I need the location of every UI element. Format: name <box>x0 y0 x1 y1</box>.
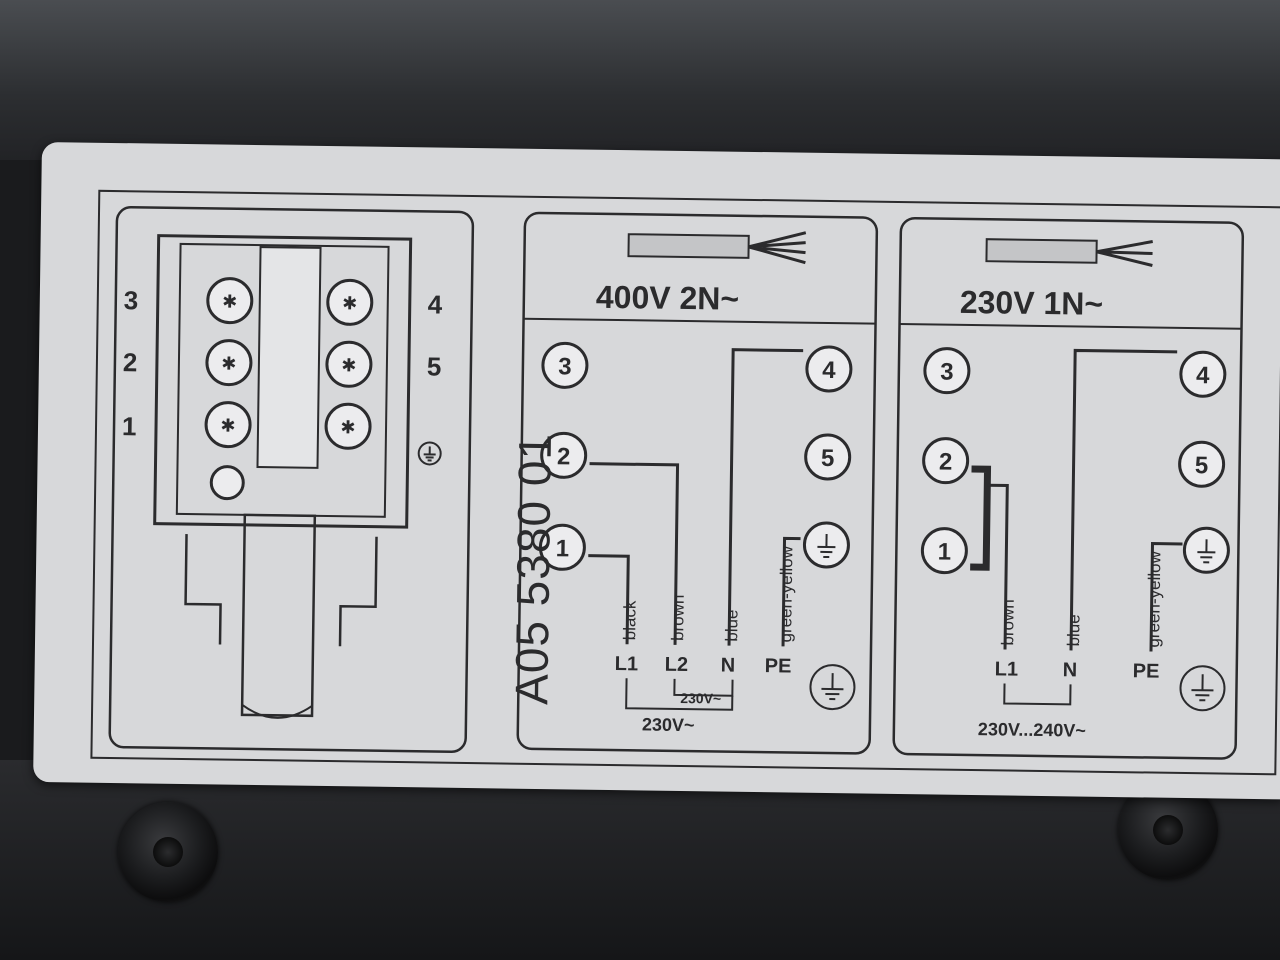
terminal-230v-2: 2 <box>922 437 970 485</box>
wire-label-black: black <box>620 600 640 640</box>
terminal-400v-5: 5 <box>804 433 852 481</box>
terminal-400v-2: 2 <box>540 431 588 479</box>
terminal-230v-5: 5 <box>1178 440 1226 488</box>
cable-400v-sheath <box>627 233 750 259</box>
terminal-230v-earth-icon <box>1182 526 1230 574</box>
voltage-230v: 230V...240V~ <box>978 719 1086 741</box>
svg-text:2: 2 <box>557 443 571 470</box>
conductor-230v-pe: PE <box>1133 660 1160 682</box>
terminal-block-panel: ✱ ✱ ✱ ✱ ✱ ✱ 3 2 1 4 5 <box>108 205 475 754</box>
svg-text:5: 5 <box>1195 452 1209 479</box>
conductor-400v-l2: L2 <box>665 654 689 676</box>
terminal-230v-4: 4 <box>1179 350 1227 398</box>
block-screw-left-3: ✱ <box>206 277 254 325</box>
svg-text:3: 3 <box>940 359 954 386</box>
block-label-right-5: 5 <box>427 351 442 381</box>
block-label-left-1: 1 <box>122 411 137 441</box>
voltage-400v-inner: 230V~ <box>680 690 721 707</box>
block-label-left-3: 3 <box>124 285 139 315</box>
svg-text:✱: ✱ <box>341 355 356 375</box>
svg-text:3: 3 <box>558 353 572 380</box>
block-screw-right-5: ✱ <box>325 340 373 388</box>
earth-symbol-230v-icon <box>1179 665 1226 712</box>
block-screw-bottom <box>209 465 245 501</box>
svg-text:✱: ✱ <box>342 293 357 313</box>
wiring-label: ✱ ✱ ✱ ✱ ✱ ✱ 3 2 1 4 5 <box>33 142 1280 800</box>
conductor-230v-l1: L1 <box>995 658 1019 680</box>
terminal-400v-4: 4 <box>805 345 853 393</box>
wire-label-230v-brown: brown <box>998 599 1018 646</box>
wire-label-blue: blue <box>722 609 741 641</box>
svg-text:2: 2 <box>939 449 953 476</box>
svg-text:4: 4 <box>1196 362 1210 389</box>
svg-text:✱: ✱ <box>222 292 237 312</box>
cable-230v-sheath <box>985 238 1098 264</box>
terminal-400v-3: 3 <box>541 341 589 389</box>
wire-label-230v-green-yellow: green-yellow <box>1144 550 1164 647</box>
svg-text:✱: ✱ <box>340 417 355 437</box>
svg-text:1: 1 <box>556 535 570 562</box>
panel-230v: 230V 1N~ 3 2 1 4 5 brown blue green-yell… <box>892 216 1245 760</box>
svg-text:✱: ✱ <box>220 416 235 436</box>
label-frame <box>90 189 1280 776</box>
panel-400v: 400V 2N~ 3 2 1 4 5 black brown blue gree… <box>516 211 879 755</box>
mount-screw-left <box>118 802 218 902</box>
block-screw-left-2: ✱ <box>205 339 253 387</box>
conductor-230v-n: N <box>1063 659 1078 681</box>
panel-400v-title: 400V 2N~ <box>596 279 740 317</box>
svg-text:5: 5 <box>821 445 835 472</box>
conductor-400v-pe: PE <box>765 655 792 677</box>
wire-label-brown: brown <box>668 594 688 641</box>
block-screw-right-4: ✱ <box>326 278 374 326</box>
block-label-right-4: 4 <box>428 289 443 319</box>
terminal-400v-1: 1 <box>538 523 586 571</box>
cooktop-surface-top <box>0 0 1280 160</box>
svg-text:✱: ✱ <box>221 354 236 374</box>
wiring-diagram: ✱ ✱ ✱ ✱ ✱ ✱ 3 2 1 4 5 <box>90 189 1280 776</box>
terminal-230v-1: 1 <box>920 527 968 575</box>
voltage-400v-outer: 230V~ <box>642 714 695 735</box>
conductor-400v-l1: L1 <box>615 653 639 675</box>
conductor-400v-n: N <box>721 655 736 677</box>
wire-label-green-yellow: green-yellow <box>776 545 796 642</box>
panel-230v-title: 230V 1N~ <box>960 284 1104 322</box>
part-code: A05 5380 01 <box>505 432 561 706</box>
block-label-left-2: 2 <box>123 347 138 377</box>
earth-symbol-400v-icon <box>809 664 856 711</box>
block-earth-icon <box>417 441 442 466</box>
terminal-400v-earth-icon <box>802 521 850 569</box>
block-screw-left-1: ✱ <box>204 401 252 449</box>
svg-text:1: 1 <box>937 539 951 566</box>
block-screw-right-earth: ✱ <box>324 402 372 450</box>
wire-label-230v-blue: blue <box>1064 614 1083 646</box>
terminal-230v-3: 3 <box>923 347 971 395</box>
svg-text:4: 4 <box>822 357 836 384</box>
